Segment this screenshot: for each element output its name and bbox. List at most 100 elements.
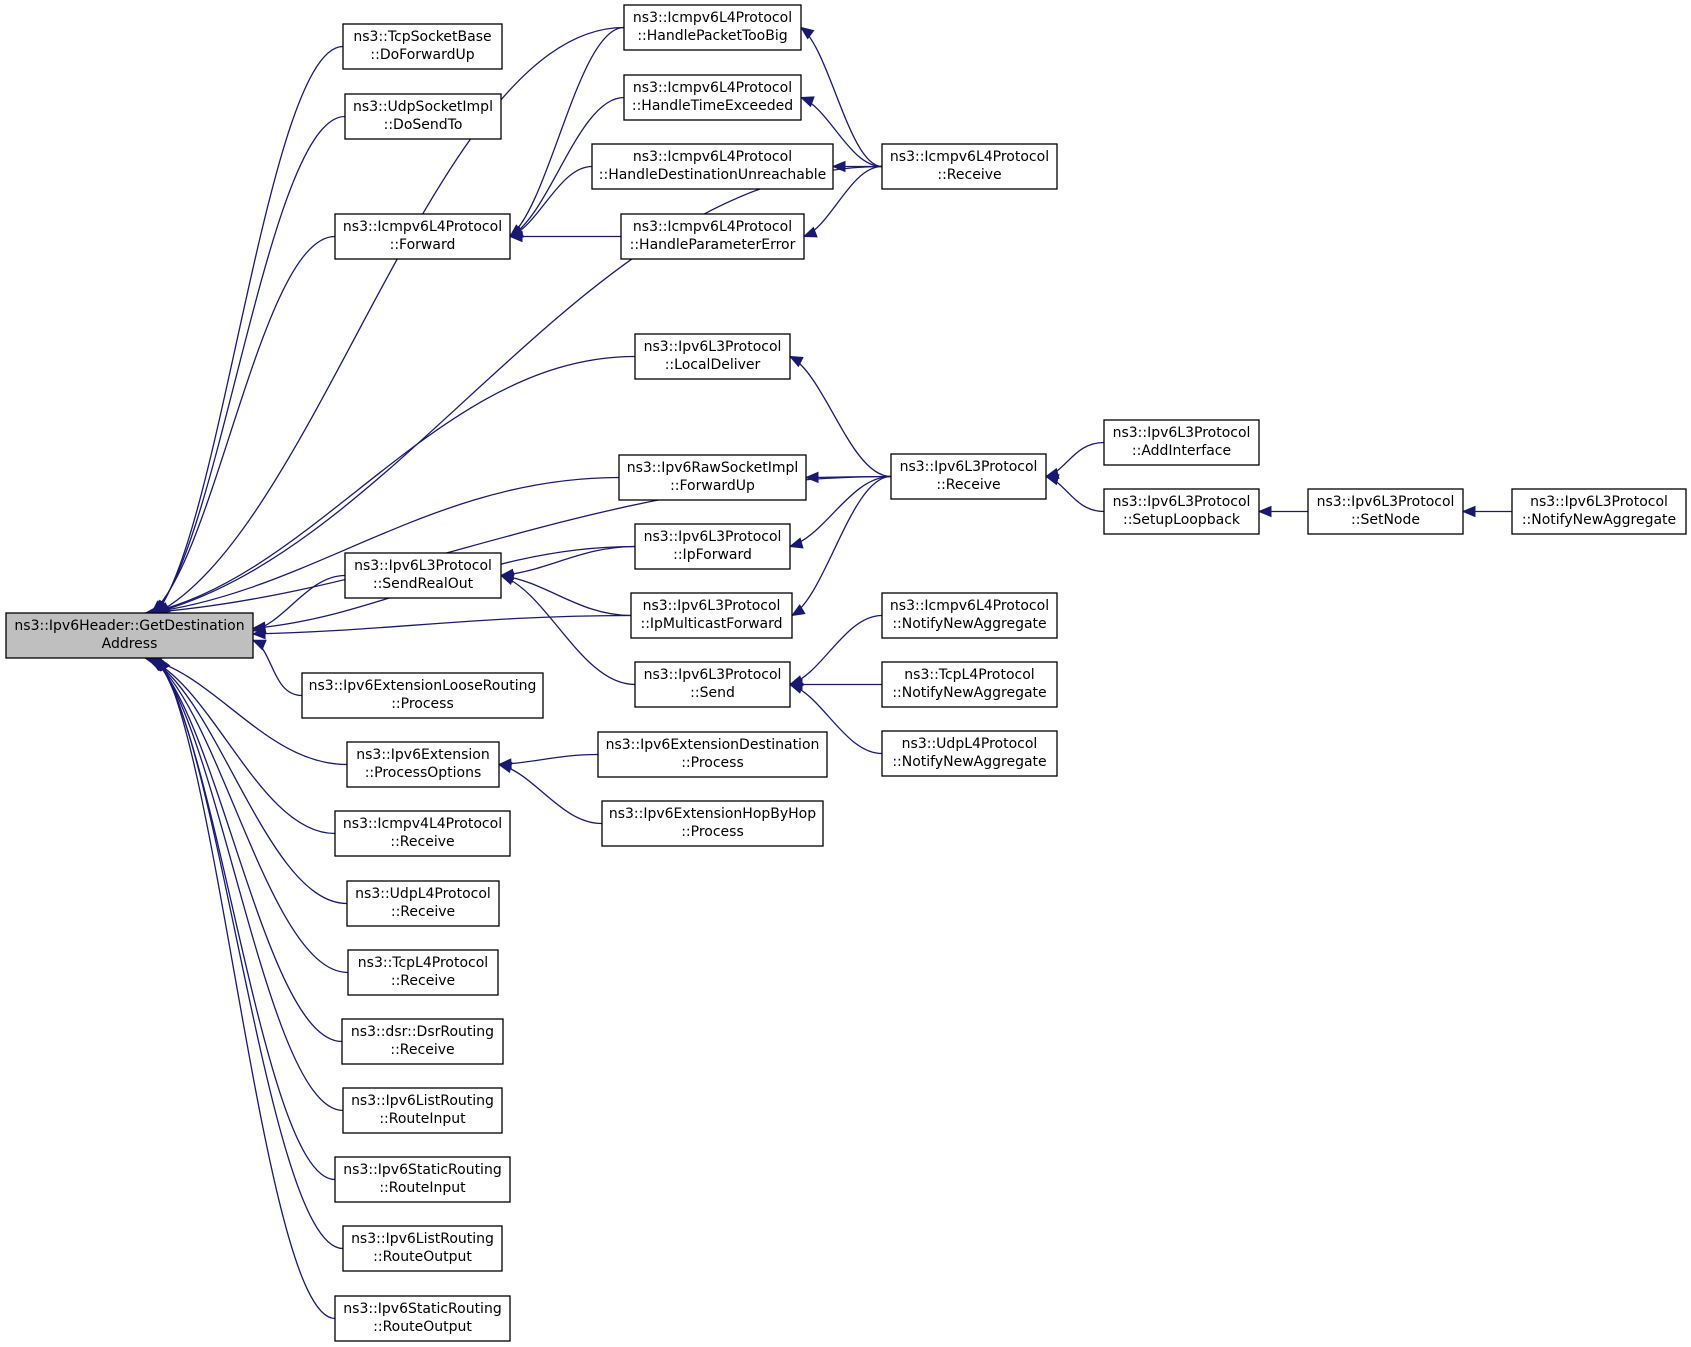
- edge-send-to-sendreal: [500, 574, 636, 686]
- node-label-1: ns3::Ipv6RawSocketImpl: [627, 460, 799, 476]
- node-icmpte[interactable]: ns3::Icmpv6L4Protocol::HandleTimeExceede…: [623, 74, 802, 121]
- node-setnode[interactable]: ns3::Ipv6L3Protocol::SetNode: [1307, 488, 1464, 535]
- node-addif[interactable]: ns3::Ipv6L3Protocol::AddInterface: [1103, 419, 1260, 466]
- arrowhead-icmppe-to-icmpfwd: [508, 230, 523, 243]
- node-label-2: ::SetNode: [1351, 512, 1420, 528]
- node-label-1: ns3::Ipv6ListRouting: [351, 1093, 494, 1109]
- node-label-1: ns3::Ipv6L3Protocol: [1113, 425, 1251, 441]
- arrowhead-l3recv-to-localdel: [788, 355, 804, 368]
- node-l3nna[interactable]: ns3::Ipv6L3Protocol::NotifyNewAggregate: [1511, 488, 1687, 535]
- edge-l3recv-to-localdel: [789, 355, 892, 478]
- node-label-2: ::HandleParameterError: [630, 237, 796, 253]
- node-box: [881, 661, 1058, 708]
- node-label-1: ns3::Icmpv6L4Protocol: [343, 219, 502, 235]
- node-icmp4recv[interactable]: ns3::Icmpv4L4Protocol::Receive: [334, 810, 511, 857]
- node-box: [334, 1295, 511, 1342]
- node-label-1: ns3::Icmpv6L4Protocol: [633, 219, 792, 235]
- node-label-2: ::IpForward: [673, 547, 752, 563]
- node-icmppe[interactable]: ns3::Icmpv6L4Protocol::HandleParameterEr…: [620, 213, 805, 260]
- node-box: [881, 730, 1058, 777]
- node-icmpptb[interactable]: ns3::Icmpv6L4Protocol::HandlePacketTooBi…: [623, 4, 802, 51]
- node-box: [634, 523, 791, 570]
- node-label-2: ::Process: [681, 824, 744, 840]
- edge-listin-to-root: [153, 657, 344, 1112]
- node-label-1: ns3::UdpSocketImpl: [353, 99, 493, 115]
- node-send[interactable]: ns3::Ipv6L3Protocol::Send: [634, 661, 791, 708]
- edge-localdel-to-root: [148, 355, 636, 614]
- node-label-2: ::RouteOutput: [373, 1249, 472, 1265]
- node-listin[interactable]: ns3::Ipv6ListRouting::RouteInput: [342, 1087, 503, 1134]
- edge-icmpptb-to-icmpfwd: [509, 26, 625, 238]
- edge-looseproc-to-root: [252, 639, 303, 697]
- node-label-2: ::Receive: [391, 904, 455, 920]
- node-ipfwd[interactable]: ns3::Ipv6L3Protocol::IpForward: [634, 523, 791, 570]
- node-icmpnna[interactable]: ns3::Icmpv6L4Protocol::NotifyNewAggregat…: [881, 592, 1058, 639]
- node-box: [1307, 488, 1464, 535]
- node-ipmcast[interactable]: ns3::Ipv6L3Protocol::IpMulticastForward: [630, 592, 793, 639]
- node-box: [344, 93, 502, 140]
- node-box: [634, 333, 791, 380]
- node-tcpsock[interactable]: ns3::TcpSocketBase::DoForwardUp: [342, 23, 503, 70]
- node-box: [634, 661, 791, 708]
- node-label-1: ns3::Ipv6ListRouting: [351, 1231, 494, 1247]
- node-box: [1103, 488, 1260, 535]
- node-listout[interactable]: ns3::Ipv6ListRouting::RouteOutput: [342, 1225, 503, 1272]
- node-tcpnna[interactable]: ns3::TcpL4Protocol::NotifyNewAggregate: [881, 661, 1058, 708]
- node-box: [347, 949, 499, 996]
- node-icmprecv[interactable]: ns3::Icmpv6L4Protocol::Receive: [881, 143, 1058, 190]
- node-udpnna[interactable]: ns3::UdpL4Protocol::NotifyNewAggregate: [881, 730, 1058, 777]
- node-staticout[interactable]: ns3::Ipv6StaticRouting::RouteOutput: [334, 1295, 511, 1342]
- node-label-2: ::AddInterface: [1132, 443, 1231, 459]
- edge-icmprecv-to-icmpptb: [800, 26, 883, 168]
- arrowhead-setnode-to-setuploop: [1257, 505, 1272, 518]
- node-icmpdu[interactable]: ns3::Icmpv6L4Protocol::HandleDestination…: [591, 143, 834, 190]
- node-box: [344, 552, 502, 599]
- node-label-2: ::HandlePacketTooBig: [637, 28, 787, 44]
- node-l3recv[interactable]: ns3::Ipv6L3Protocol::Receive: [890, 453, 1047, 500]
- node-box: [1511, 488, 1687, 535]
- arrowhead-l3recv-to-rawfwd: [804, 471, 819, 484]
- node-label-2: ::IpMulticastForward: [640, 616, 782, 632]
- node-extopts[interactable]: ns3::Ipv6Extension::ProcessOptions: [346, 741, 500, 788]
- arrowhead-l3recv-to-ipfwd: [788, 537, 804, 549]
- node-destproc[interactable]: ns3::Ipv6ExtensionDestination::Process: [597, 731, 828, 778]
- edge-rawfwd-to-root: [145, 476, 620, 614]
- node-box: [618, 454, 807, 501]
- arrowhead-looseproc-to-root: [251, 639, 267, 651]
- node-setuploop[interactable]: ns3::Ipv6L3Protocol::SetupLoopback: [1103, 488, 1260, 535]
- node-box: [342, 23, 503, 70]
- node-udprecv[interactable]: ns3::UdpL4Protocol::Receive: [346, 880, 500, 927]
- node-sendreal[interactable]: ns3::Ipv6L3Protocol::SendRealOut: [344, 552, 502, 599]
- node-looseproc[interactable]: ns3::Ipv6ExtensionLooseRouting::Process: [301, 672, 544, 719]
- edge-listout-to-root: [156, 657, 344, 1250]
- node-dsrrecv[interactable]: ns3::dsr::DsrRouting::Receive: [341, 1018, 504, 1065]
- node-label-1: ns3::Ipv6L3Protocol: [1530, 494, 1668, 510]
- node-label-1: ns3::Ipv6L3Protocol: [644, 667, 782, 683]
- node-staticin[interactable]: ns3::Ipv6StaticRouting::RouteInput: [334, 1156, 511, 1203]
- node-label-2: ::Receive: [390, 1042, 454, 1058]
- node-box: [620, 213, 805, 260]
- edge-icmpte-to-icmpfwd: [509, 96, 625, 238]
- node-label-2: ::RouteInput: [379, 1180, 466, 1196]
- node-label-2: ::ForwardUp: [670, 478, 755, 494]
- edge-icmpnna-to-send: [789, 614, 883, 686]
- node-label-1: ns3::Ipv6L3Protocol: [1113, 494, 1251, 510]
- node-rawfwd[interactable]: ns3::Ipv6RawSocketImpl::ForwardUp: [618, 454, 807, 501]
- node-udpsock[interactable]: ns3::UdpSocketImpl::DoSendTo: [344, 93, 502, 140]
- node-icmpfwd[interactable]: ns3::Icmpv6L4Protocol::Forward: [334, 213, 511, 260]
- node-box: [342, 1225, 503, 1272]
- edge-ipfwd-to-sendreal: [500, 545, 636, 577]
- node-box: [346, 741, 500, 788]
- node-label-2: ::Process: [391, 696, 454, 712]
- node-localdel[interactable]: ns3::Ipv6L3Protocol::LocalDeliver: [634, 333, 791, 380]
- node-label-1: ns3::Icmpv6L4Protocol: [890, 598, 1049, 614]
- node-box: [301, 672, 544, 719]
- node-hopproc[interactable]: ns3::Ipv6ExtensionHopByHop::Process: [601, 800, 824, 847]
- node-box: [591, 143, 834, 190]
- node-label-2: ::SetupLoopback: [1123, 512, 1241, 528]
- node-label-2: ::NotifyNewAggregate: [892, 754, 1046, 770]
- edge-destproc-to-extopts: [498, 753, 599, 766]
- node-box: [334, 1156, 511, 1203]
- node-tcprecv[interactable]: ns3::TcpL4Protocol::Receive: [347, 949, 499, 996]
